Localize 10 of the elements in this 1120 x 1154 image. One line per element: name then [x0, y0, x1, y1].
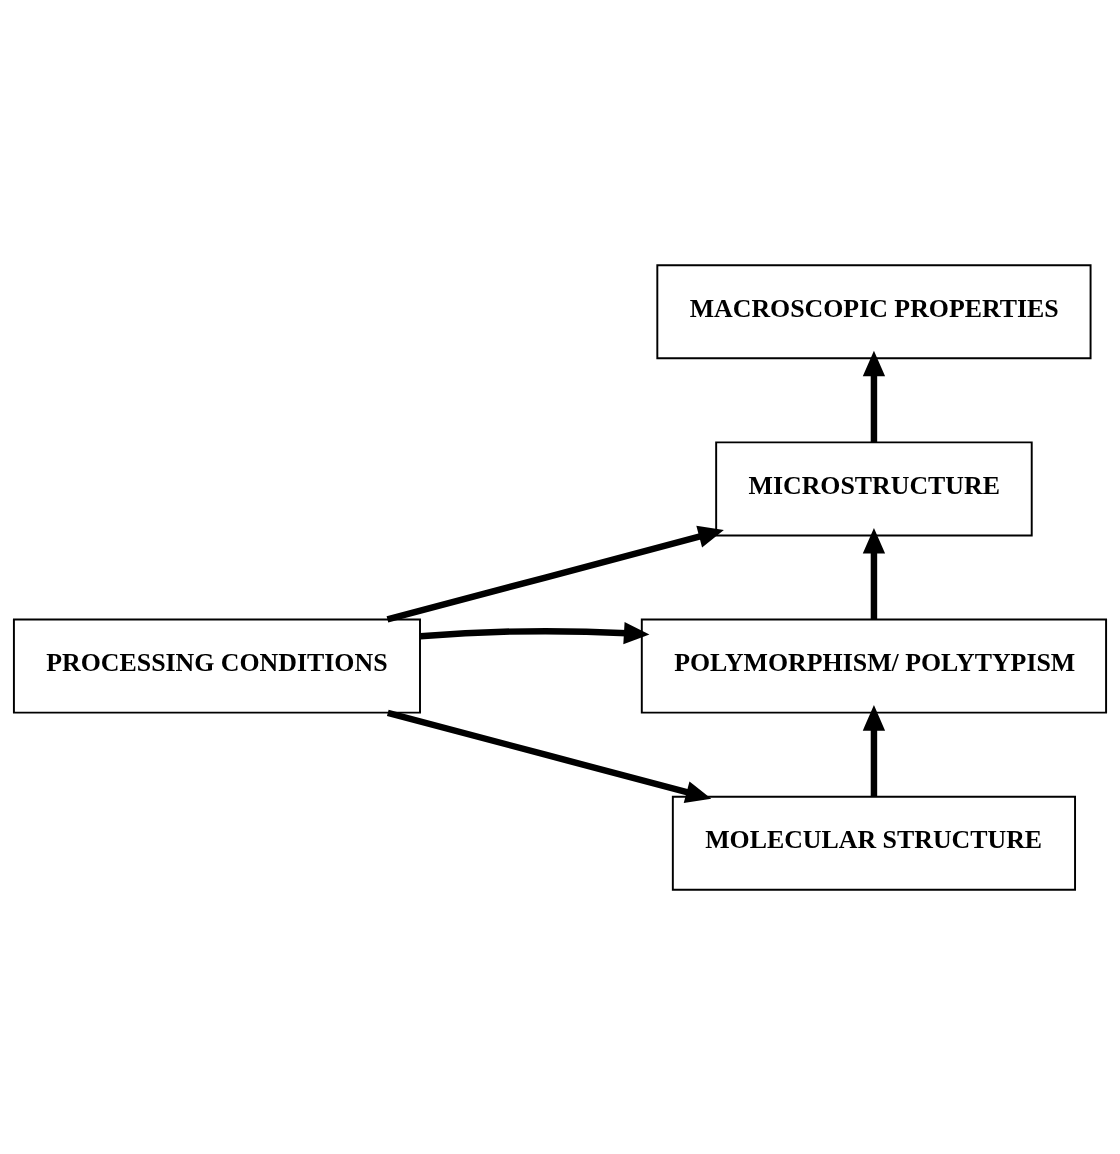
node-box: POLYMORPHISM/ POLYTYPISM: [640, 618, 1108, 714]
arrow: [386, 525, 724, 623]
node-box: MOLECULAR STRUCTURE: [671, 795, 1076, 891]
arrow: [420, 621, 650, 644]
node-box: MICROSTRUCTURE: [715, 440, 1033, 536]
arrow: [862, 350, 886, 442]
arrow: [862, 704, 886, 797]
node-box: MACROSCOPIC PROPERTIES: [656, 263, 1092, 359]
node-box: PROCESSING CONDITIONS: [12, 618, 421, 714]
arrow: [386, 709, 712, 803]
